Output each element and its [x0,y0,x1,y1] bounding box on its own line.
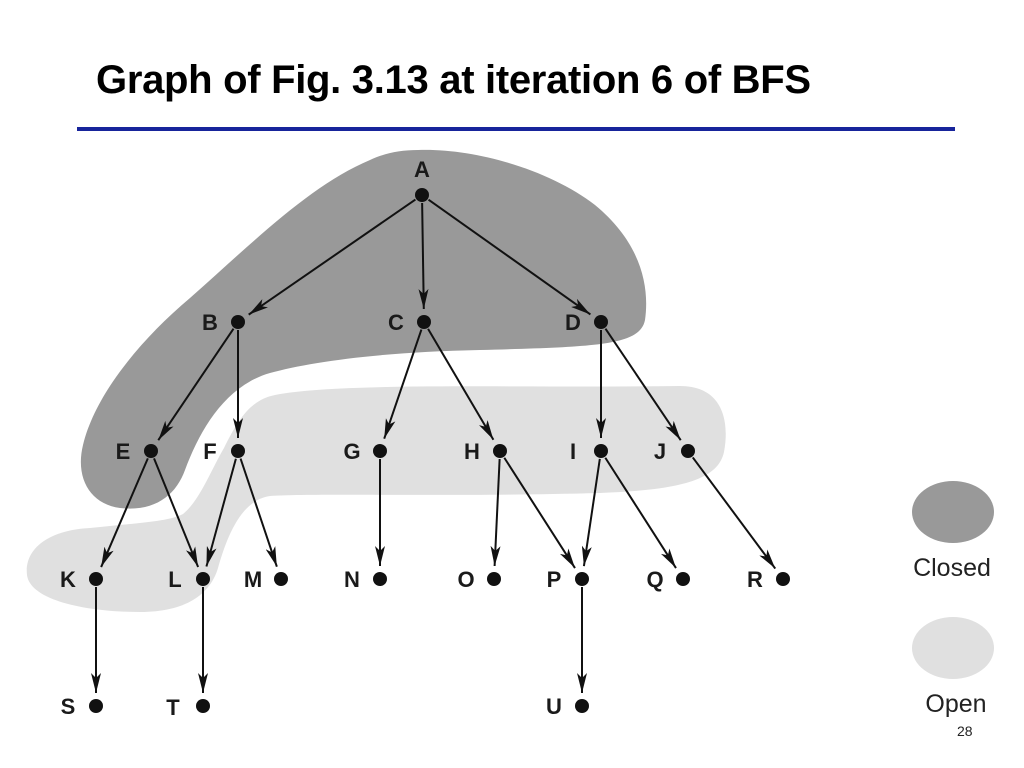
edge-e-k [100,457,149,568]
node-e: E [116,439,158,464]
node-q-label: Q [646,567,663,592]
node-s-label: S [61,694,76,719]
edge-f-m [239,458,278,567]
node-g-dot [373,444,387,458]
node-k-dot [89,572,103,586]
node-h: H [464,439,507,464]
node-g: G [343,439,387,464]
page-number: 28 [957,723,973,739]
node-m: M [244,567,288,592]
node-i-label: I [570,439,576,464]
node-j-dot [681,444,695,458]
node-d-dot [594,315,608,329]
edge-a-c [418,202,429,310]
edge-d-j [604,328,682,441]
node-n-label: N [344,567,360,592]
node-r: R [747,567,790,592]
node-d: D [565,310,608,335]
legend-closed-label: Closed [913,554,991,582]
node-o: O [457,567,501,592]
node-g-label: G [343,439,360,464]
node-p-dot [575,572,589,586]
edge-f-l [205,458,237,567]
node-m-label: M [244,567,262,592]
node-s-dot [89,699,103,713]
edge-h-p [503,457,576,569]
node-e-label: E [116,439,131,464]
node-q-dot [676,572,690,586]
node-b: B [202,310,245,335]
node-a-label: A [414,157,430,182]
node-p-label: P [547,567,562,592]
node-c-dot [417,315,431,329]
legend-closed-swatch [912,481,994,543]
node-e-dot [144,444,158,458]
node-i-dot [594,444,608,458]
edges-layer [91,198,777,693]
edge-h-o [490,458,501,567]
node-d-label: D [565,310,581,335]
node-a: A [414,157,430,202]
edge-e-l [153,458,200,568]
node-u-label: U [546,694,562,719]
node-l-dot [196,572,210,586]
node-h-dot [493,444,507,458]
node-f-label: F [203,439,216,464]
node-u: U [546,694,589,719]
node-n-dot [373,572,387,586]
slide-title: Graph of Fig. 3.13 at iteration 6 of BFS [96,58,811,102]
legend-open-label: Open [925,690,986,718]
node-k: K [60,567,103,592]
edge-c-g [383,329,423,440]
edge-a-d [427,198,591,316]
nodes-layer: A B C D E F G H I J K L M N O P Q R S T U [60,157,790,720]
node-r-dot [776,572,790,586]
edge-a-b [248,198,416,316]
edge-b-e [157,328,235,441]
node-u-dot [575,699,589,713]
node-s: S [61,694,103,719]
node-b-dot [231,315,245,329]
legend: Closed Open [912,481,994,718]
node-o-label: O [457,567,474,592]
node-t-dot [196,699,210,713]
node-r-label: R [747,567,763,592]
node-t-label: T [166,695,180,720]
node-f: F [203,439,245,464]
node-t: T [166,695,210,720]
node-i: I [570,439,608,464]
node-p: P [547,567,589,592]
node-f-dot [231,444,245,458]
open-region [26,386,726,612]
node-j-label: J [654,439,666,464]
node-l-label: L [168,567,181,592]
node-h-label: H [464,439,480,464]
title-divider [77,127,955,131]
closed-region [80,149,647,509]
node-m-dot [274,572,288,586]
node-b-label: B [202,310,218,335]
edge-i-p [581,458,601,567]
edge-j-r [691,456,777,570]
node-l: L [168,567,210,592]
node-j: J [654,439,695,464]
node-k-label: K [60,567,76,592]
node-c-label: C [388,310,404,335]
node-a-dot [415,188,429,202]
node-n: N [344,567,387,592]
edge-c-h [427,328,495,441]
node-o-dot [487,572,501,586]
edge-i-q [604,457,677,569]
node-c: C [388,310,431,335]
node-q: Q [646,567,690,592]
legend-open-swatch [912,617,994,679]
